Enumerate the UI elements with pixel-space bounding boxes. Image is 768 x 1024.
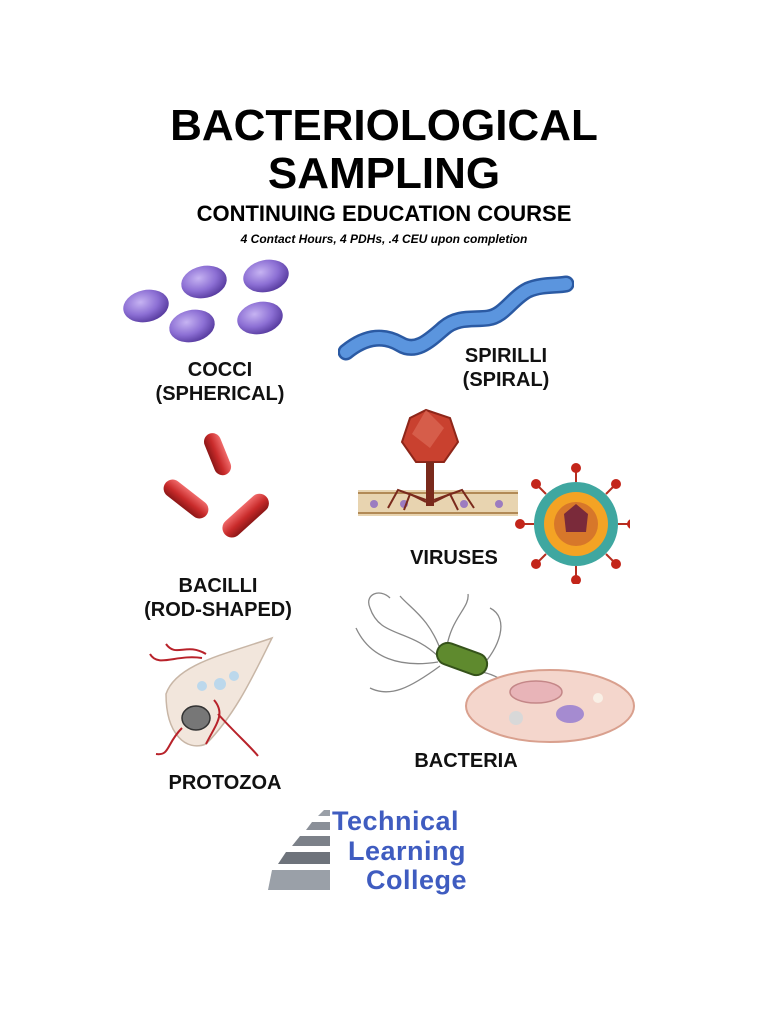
spirilli-label-line-2: (SPIRAL) [462,369,550,391]
logo-line-3: College [366,865,468,895]
logo-line-1: Technical [332,806,460,836]
protozoa-illustration [149,636,274,757]
bacteria-label: BACTERIA [414,750,518,772]
college-logo: Technical Learning College [268,808,508,894]
viruses-label: VIRUSES [410,547,498,569]
bacilli-illustration [163,433,269,538]
bacteria-illustration [355,592,635,743]
logo-triangle-icon [268,810,330,890]
bacilli-label-line-1: BACILLI [178,575,258,597]
spirilli-illustration [338,275,574,361]
spirilli-label-line-1: SPIRILLI [464,345,548,367]
credit-hours: 4 Contact Hours, 4 PDHs, .4 CEU upon com… [240,232,528,246]
course-subtitle: CONTINUING EDUCATION COURSE [196,201,572,226]
cocci-label-line-1: COCCI [187,359,253,381]
logo-line-2: Learning [348,836,467,866]
protozoa-label: PROTOZOA [168,772,282,794]
bacilli-label: BACILLI (ROD-SHAPED) [118,574,318,622]
spirilli-label: SPIRILLI (SPIRAL) [426,344,586,392]
cocci-illustration [123,259,289,343]
title-line-1: BACTERIOLOGICAL [170,101,598,150]
title-line-2: SAMPLING [267,149,501,198]
bacilli-label-line-2: (ROD-SHAPED) [144,599,292,621]
virus-illustration [358,408,630,584]
cocci-label: COCCI (SPHERICAL) [120,358,320,406]
cocci-label-line-2: (SPHERICAL) [155,383,285,405]
